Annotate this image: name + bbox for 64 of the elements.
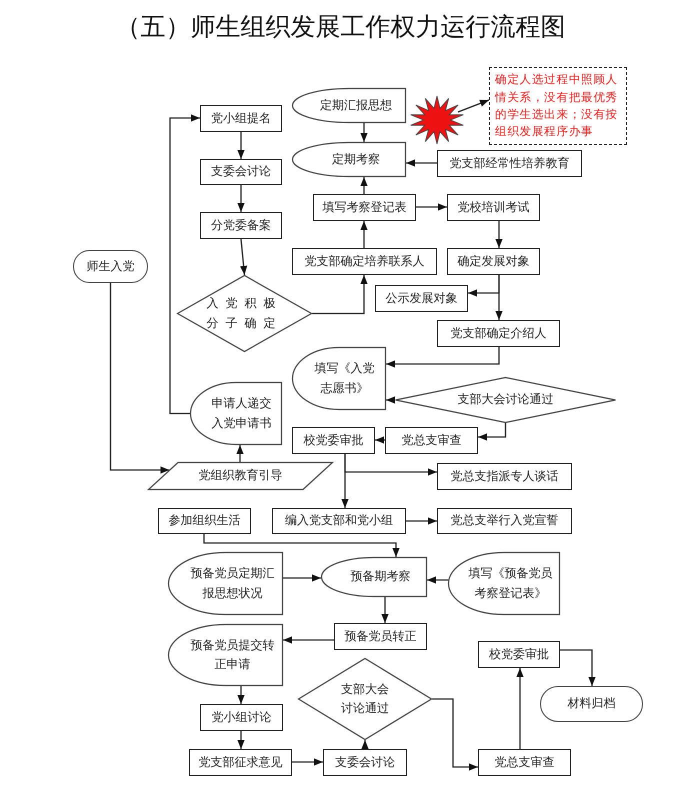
arrow — [427, 576, 448, 584]
arrow — [341, 454, 349, 508]
arrow — [386, 396, 396, 404]
arrow — [386, 347, 500, 368]
arrow — [237, 731, 245, 749]
parallelogram-box: 党组织教育引导 — [148, 462, 333, 490]
arrow — [495, 275, 503, 320]
arrow — [240, 238, 248, 276]
arrow — [237, 132, 245, 159]
arrow — [458, 99, 490, 113]
arrow — [237, 185, 245, 212]
arrow — [360, 177, 368, 194]
arrow — [381, 597, 389, 623]
process-box: 党支部确定培养联系人 — [292, 248, 437, 275]
arrow — [360, 123, 368, 142]
decision-diamond: 支部大会讨论通过 — [395, 377, 616, 423]
arrow — [516, 668, 524, 749]
arrow — [560, 649, 596, 686]
process-box: 党支部征求意见 — [189, 749, 292, 776]
decision-diamond: 入党积极分子确定 — [177, 275, 312, 352]
arrow — [406, 159, 437, 167]
process-box: 公示发展对象 — [375, 285, 468, 312]
arrow — [110, 283, 170, 474]
burst-icon — [410, 96, 464, 144]
process-box: 党总支指派专人谈话 — [437, 463, 572, 490]
process-box: 支委会讨论 — [200, 159, 282, 185]
process-box: 参加组织生活 — [158, 508, 251, 534]
note-box: 确定人选过程中照顾人情关系，没有把最优秀的学生选出来；没有按组织发展程序办事 — [489, 67, 627, 145]
arrow — [169, 114, 200, 414]
process-box: 编入党支部和党小组 — [272, 508, 406, 534]
process-box: 党支部确定介绍人 — [437, 320, 560, 347]
terminator-box: 材料归档 — [540, 686, 643, 722]
arrow — [203, 534, 400, 557]
arrow — [283, 636, 334, 644]
process-box: 支委会讨论 — [323, 749, 407, 776]
arrow — [361, 740, 369, 750]
process-box: 党支部经常性培养教育 — [437, 150, 582, 177]
arrow — [432, 698, 478, 771]
arrow — [375, 436, 385, 444]
process-box: 确定发展对象 — [447, 248, 540, 275]
process-box: 校党委审批 — [478, 641, 560, 668]
process-box: 填写考察登记表 — [313, 194, 416, 221]
arrow — [416, 203, 447, 211]
arrow — [495, 221, 503, 248]
terminator-box: 师生入党 — [73, 250, 148, 283]
arrow — [292, 758, 323, 766]
process-box: 预备党员转正 — [334, 623, 427, 650]
process-box: 党总支举行入党宣誓 — [437, 508, 572, 534]
process-box: 校党委审批 — [292, 427, 375, 454]
arrow — [236, 445, 244, 462]
arrow — [312, 275, 368, 314]
arrow — [283, 574, 322, 582]
arrow — [478, 423, 506, 441]
decision-diamond: 支部大会讨论通过 — [298, 658, 432, 740]
title: （五）师生组织发展工作权力运行流程图 — [114, 11, 566, 43]
arrow — [237, 686, 245, 704]
process-box: 党总支审查 — [478, 749, 571, 776]
process-box: 党小组提名 — [200, 105, 282, 132]
arrow — [406, 517, 437, 525]
process-box: 党校培训考试 — [447, 194, 540, 221]
arrow — [360, 221, 368, 248]
process-box: 党总支审查 — [385, 427, 478, 454]
process-box: 分党委备案 — [200, 212, 282, 239]
process-box: 党小组讨论 — [200, 704, 283, 731]
